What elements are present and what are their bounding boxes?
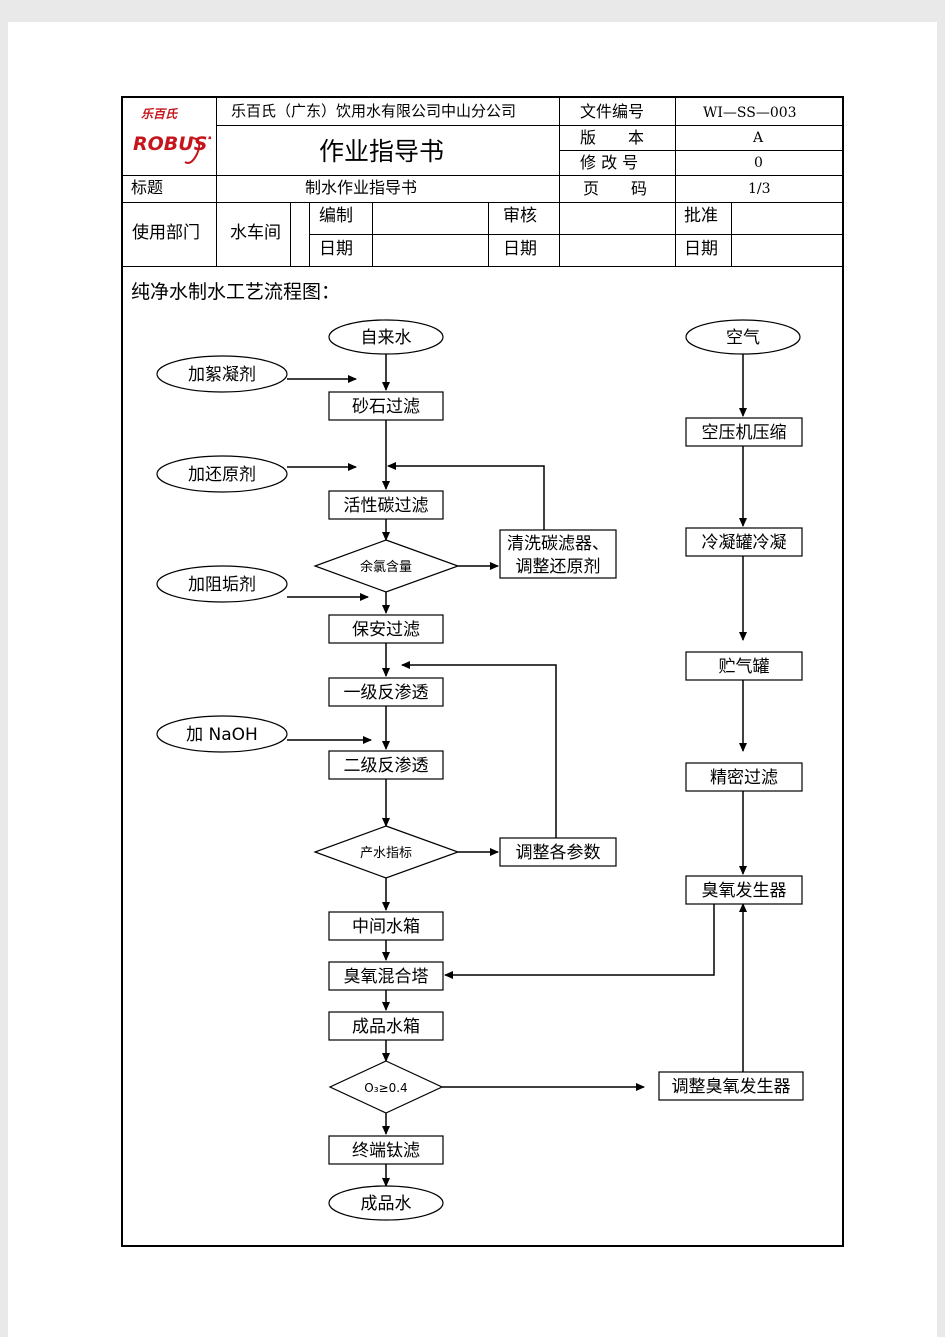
- edition-value: A: [753, 130, 764, 146]
- ozone-generator-label: 臭氧发生器: [702, 881, 787, 901]
- air-tank-node: [685, 651, 803, 681]
- tap-water-label: 自来水: [361, 328, 412, 348]
- add-flocculant-node: [156, 355, 288, 393]
- tap-water-node: [328, 319, 444, 355]
- security-filter-label: 保安过滤: [352, 620, 420, 640]
- add-reductant-node: [156, 455, 288, 493]
- section-title: 纯净水制水工艺流程图：: [131, 281, 341, 303]
- adjust-params-label: 调整各参数: [516, 843, 601, 863]
- ozone-mixing-tower-label: 臭氧混合塔: [344, 967, 429, 987]
- titanium-filter-node: [328, 1135, 444, 1165]
- clean-carbon-label-2: 调整还原剂: [516, 557, 601, 577]
- condenser-node: [685, 527, 803, 557]
- clean-carbon-node: [499, 529, 617, 579]
- file-no-label: 文件编号: [580, 102, 645, 121]
- ozone-check-decision: [328, 1060, 444, 1114]
- sand-filter-label: 砂石过滤: [352, 397, 420, 417]
- residual-chlorine-decision: [313, 539, 460, 593]
- precision-filter-label: 精密过滤: [710, 768, 778, 788]
- clean-carbon-label-1: 清洗碳滤器、: [507, 534, 609, 554]
- intermediate-tank-label: 中间水箱: [352, 917, 420, 937]
- add-antiscalant-node: [156, 565, 288, 603]
- air-node: [685, 319, 801, 355]
- ro-stage2-node: [328, 750, 444, 780]
- titanium-filter-label: 终端钛滤: [352, 1141, 420, 1161]
- revision-label: 修 改 号: [580, 153, 639, 172]
- add-reductant-label: 加还原剂: [188, 465, 256, 485]
- ozone-check-label: O₃≥0.4: [364, 1081, 407, 1095]
- department-value: 水车间: [230, 223, 281, 243]
- ozone-generator-node: [685, 875, 803, 905]
- adjust-params-node: [499, 837, 617, 867]
- add-antiscalant-label: 加阻垢剂: [188, 575, 256, 595]
- air-compressor-node: [685, 417, 803, 447]
- add-naoh-node: [156, 715, 288, 753]
- water-index-label: 产水指标: [360, 846, 412, 861]
- document-title: 作业指导书: [319, 137, 445, 166]
- precision-filter-node: [685, 762, 803, 792]
- reviewed-date-label: 日期: [503, 239, 537, 259]
- title-value: 制水作业指导书: [305, 178, 418, 197]
- department-label: 使用部门: [132, 223, 200, 243]
- security-filter-node: [328, 614, 444, 644]
- carbon-filter-label: 活性碳过滤: [344, 496, 429, 516]
- add-naoh-label: 加 NaOH: [186, 725, 258, 745]
- ro-stage2-label: 二级反渗透: [344, 756, 429, 776]
- product-tank-label: 成品水箱: [352, 1017, 420, 1037]
- product-water-label: 成品水: [361, 1194, 412, 1214]
- instruction-form: 乐百氏 ROBUST 乐百氏（广东）饮用水有限公司中山分公司 作业指导书 文件编…: [121, 96, 844, 1247]
- reviewed-by-label: 审核: [503, 206, 537, 226]
- product-water-node: [328, 1185, 444, 1221]
- ozone-mixing-tower-node: [328, 961, 444, 991]
- sand-filter-node: [328, 391, 444, 421]
- prepared-date-label: 日期: [319, 239, 353, 259]
- intermediate-tank-node: [328, 911, 444, 941]
- revision-value: 0: [754, 155, 763, 171]
- robust-logo-icon: ROBUST: [133, 133, 211, 164]
- adjust-ozone-generator-node: [658, 1071, 804, 1101]
- logo-chinese: 乐百氏: [141, 107, 178, 121]
- air-label: 空气: [726, 328, 760, 348]
- condenser-label: 冷凝罐冷凝: [702, 533, 787, 553]
- company-logo: 乐百氏 ROBUST: [131, 104, 211, 172]
- approved-by-label: 批准: [684, 206, 718, 226]
- title-label: 标题: [131, 178, 164, 197]
- page-value: 1/3: [748, 181, 771, 197]
- air-tank-label: 贮气罐: [719, 657, 770, 677]
- water-index-decision: [313, 825, 460, 879]
- company-name: 乐百氏（广东）饮用水有限公司中山分公司: [231, 102, 517, 120]
- ro-stage1-label: 一级反渗透: [344, 683, 429, 703]
- adjust-ozone-generator-label: 调整臭氧发生器: [672, 1077, 791, 1097]
- svg-text:ROBUST: ROBUST: [133, 133, 211, 155]
- residual-chlorine-label: 余氯含量: [360, 559, 412, 575]
- product-tank-node: [328, 1011, 444, 1041]
- approved-date-label: 日期: [684, 239, 718, 259]
- air-compressor-label: 空压机压缩: [702, 423, 787, 443]
- add-flocculant-label: 加絮凝剂: [188, 365, 256, 385]
- prepared-by-label: 编制: [319, 206, 353, 226]
- ro-stage1-node: [328, 677, 444, 707]
- page-label: 页 码: [583, 179, 648, 198]
- edition-label: 版 本: [580, 128, 645, 147]
- file-no-value: WI—SS—003: [703, 105, 797, 121]
- carbon-filter-node: [328, 490, 444, 520]
